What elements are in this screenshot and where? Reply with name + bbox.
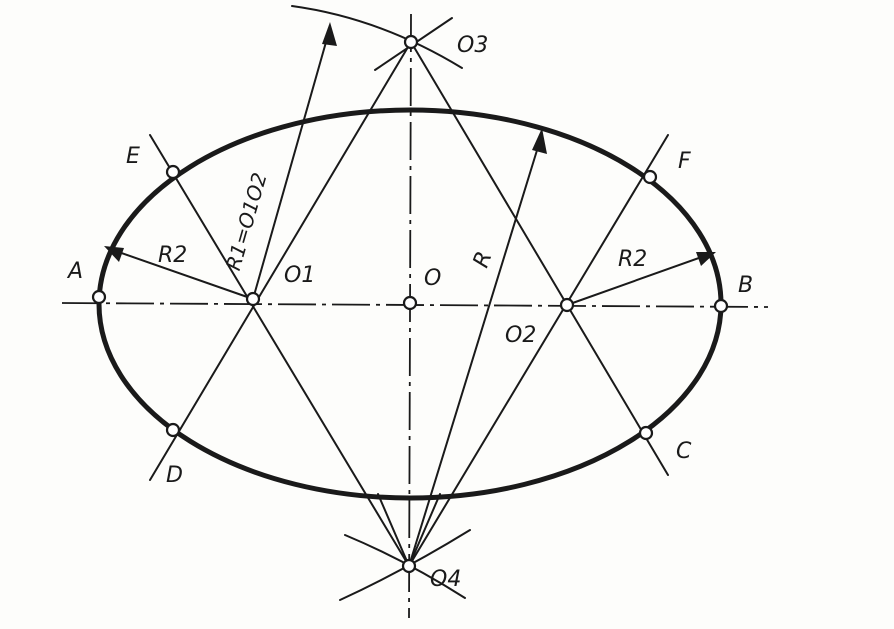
line-O3-O1-D [149,41,412,481]
point-F [642,169,658,185]
label-O1: O1 [284,263,315,288]
label-B: B [738,273,753,298]
label-R2-right: R2 [618,247,647,272]
point-O4 [401,558,417,574]
label-E: E [126,144,140,169]
label-A: A [66,259,83,284]
radius-r1-line [252,27,331,300]
label-O: O [424,266,441,291]
point-E [165,164,181,180]
label-O3: O3 [457,33,488,58]
label-D: D [166,463,183,488]
point-O [402,295,418,311]
label-O2: O2 [505,323,536,348]
vertical-axis [408,13,412,619]
label-C: C [676,439,692,464]
radius-r-arrowhead [532,128,547,154]
label-R2-left: R2 [158,243,187,268]
radius-r2-left-line [109,248,254,300]
line-O4-O2-F [408,134,669,567]
point-A [91,289,107,305]
fan-line-O4-b [377,493,410,567]
point-D [165,422,181,438]
line-O4-O1-E [149,134,410,567]
point-B [713,298,729,314]
point-C [638,425,654,441]
point-O1 [245,291,261,307]
radius-r1-arrowhead [322,22,337,46]
fan-line-O4-a [408,493,441,567]
point-O2 [559,297,575,313]
arc-at-O3 [291,5,463,69]
radius-r2-right-line [566,253,711,306]
label-F: F [678,149,691,174]
label-R: R [469,248,498,271]
label-O4: O4 [430,567,461,592]
point-O3 [403,34,419,50]
radius-r-line [408,133,543,567]
